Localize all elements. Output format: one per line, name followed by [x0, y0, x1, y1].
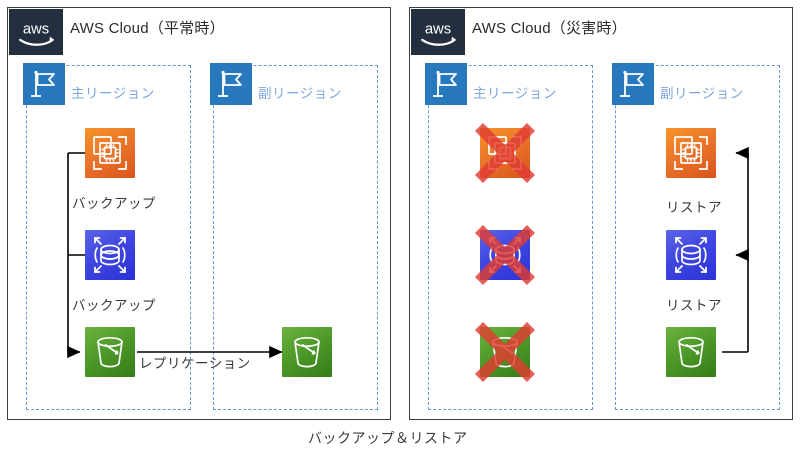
s3-bucket-icon[interactable]	[85, 327, 135, 377]
region-box-primary-normal	[26, 65, 191, 410]
region-flag-icon	[23, 63, 65, 105]
svg-text:aws: aws	[425, 21, 451, 37]
flow-label-backup-rds: バックアップ	[72, 298, 156, 313]
s3-bucket-icon[interactable]	[282, 327, 332, 377]
aws-cloud-panel-disaster: aws AWS Cloud（災害時） 主リージョン	[409, 7, 793, 420]
region-box-secondary-disaster	[615, 65, 780, 410]
cloud-title-normal: AWS Cloud（平常時）	[70, 20, 225, 37]
region-label-secondary-disaster: 副リージョン	[660, 86, 744, 101]
region-label-primary-disaster: 主リージョン	[473, 86, 557, 101]
ec2-icon[interactable]	[666, 128, 716, 178]
s3-bucket-icon[interactable]	[666, 327, 716, 377]
region-flag-icon	[425, 63, 467, 105]
flow-label-backup-ec2: バックアップ	[72, 196, 156, 211]
s3-bucket-icon[interactable]	[480, 327, 530, 377]
flow-label-restore-ec2: リストア	[666, 200, 722, 215]
flow-label-replication: レプリケーション	[139, 356, 251, 371]
ec2-icon[interactable]	[85, 128, 135, 178]
ec2-icon[interactable]	[480, 128, 530, 178]
flow-label-restore-rds: リストア	[666, 298, 722, 313]
region-label-secondary-normal: 副リージョン	[258, 86, 342, 101]
region-box-primary-disaster	[428, 65, 593, 410]
rds-icon[interactable]	[85, 230, 135, 280]
region-box-secondary-normal	[213, 65, 378, 410]
diagram-caption: バックアップ＆リストア	[308, 430, 468, 446]
svg-text:aws: aws	[23, 21, 49, 37]
rds-icon[interactable]	[480, 230, 530, 280]
rds-icon[interactable]	[666, 230, 716, 280]
cloud-title-disaster: AWS Cloud（災害時）	[472, 20, 627, 37]
region-flag-icon	[612, 63, 654, 105]
region-flag-icon	[210, 63, 252, 105]
region-label-primary-normal: 主リージョン	[71, 86, 155, 101]
aws-logo: aws	[9, 9, 63, 55]
aws-logo: aws	[411, 9, 465, 55]
